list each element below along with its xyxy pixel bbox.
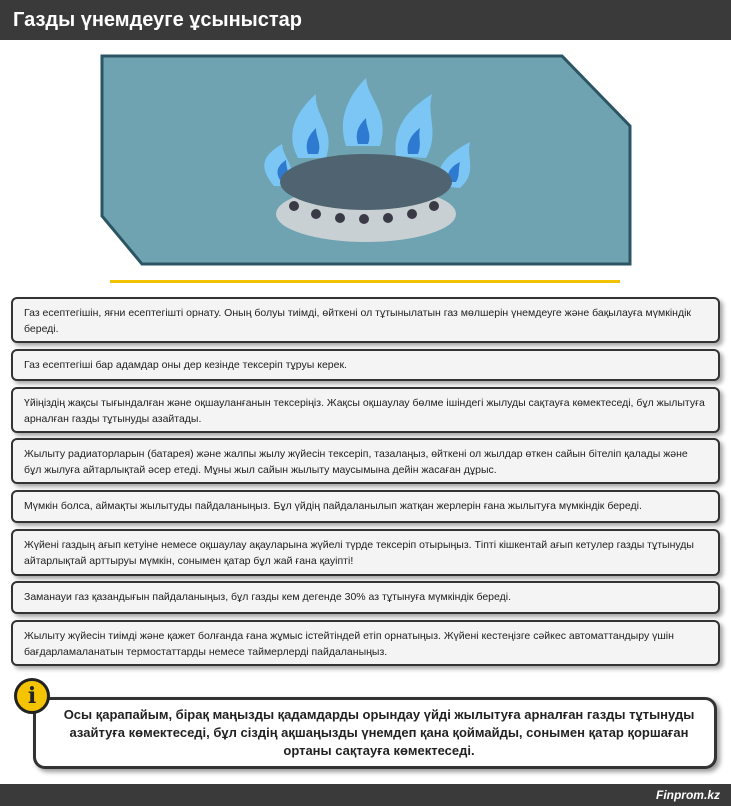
summary-note: Осы қарапайым, бірақ маңызды қадамдарды … <box>33 697 717 769</box>
tip-card: Газ есептегіші бар адамдар оны дер кезін… <box>11 349 720 381</box>
gas-burner-illustration <box>100 54 632 266</box>
info-icon: i <box>14 678 50 714</box>
brand-logo-text: Finprom.kz <box>655 788 720 802</box>
tip-card: Мүмкін болса, аймақты жылытуды пайдаланы… <box>11 490 720 523</box>
summary-text: Осы қарапайым, бірақ маңызды қадамдарды … <box>63 707 695 758</box>
footer-bar: Finprom.kz <box>0 784 731 806</box>
burner-holes <box>289 201 439 224</box>
tip-card: Жылыту радиаторларын (батарея) және жалп… <box>11 438 720 484</box>
page-title: Газды үнемдеуге ұсыныстар <box>0 0 731 40</box>
tip-card: Жүйені газдың ағып кетуіне немесе оқшаул… <box>11 529 720 576</box>
tip-card: Заманауи газ қазандығын пайдаланыңыз, бұ… <box>11 581 720 614</box>
burner-cap <box>280 154 452 210</box>
divider-line <box>110 280 620 283</box>
tip-card: Газ есептегішін, яғни есептегішті орнату… <box>11 297 720 343</box>
tip-card: Үйіңіздің жақсы тығындалған және оқшаула… <box>11 387 720 433</box>
tip-card: Жылыту жүйесін тиімді және қажет болғанд… <box>11 620 720 666</box>
